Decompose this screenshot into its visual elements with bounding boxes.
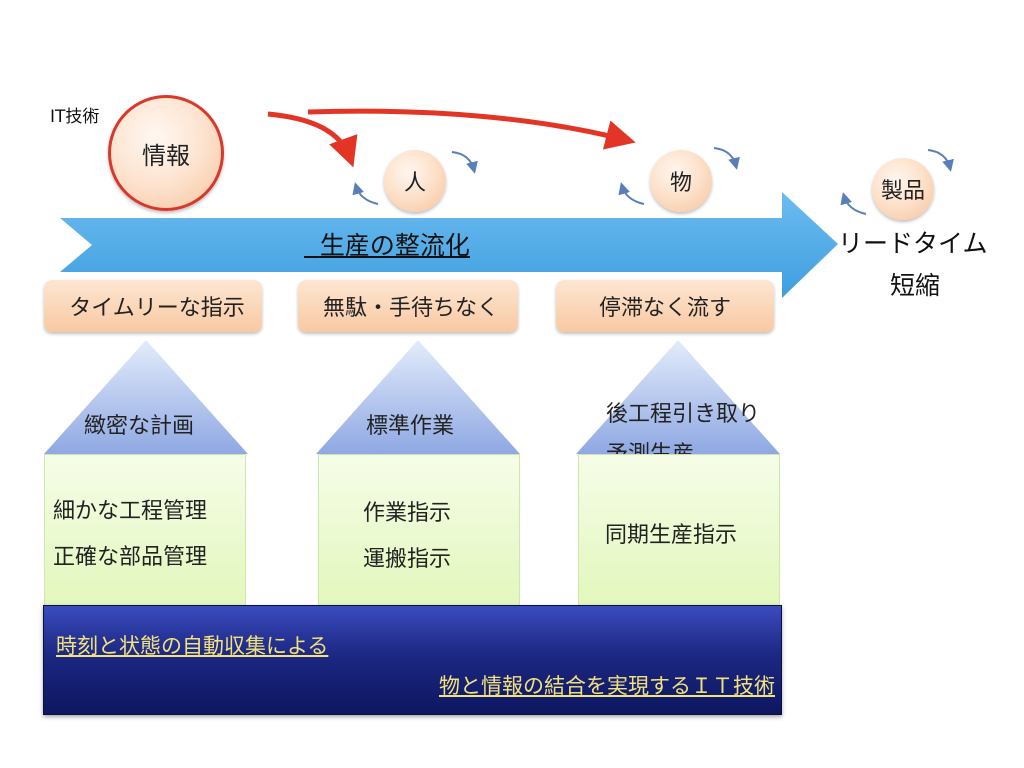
roof-1 <box>44 340 248 454</box>
product-node-label: 製品 <box>880 179 925 204</box>
red-arrow-to-person <box>267 111 358 168</box>
pillar-3-line-1: 同期生産指示 <box>605 523 738 548</box>
info-node: 情報 <box>108 95 224 211</box>
cycle-arrow-person-right <box>451 151 478 174</box>
result-line-1: リードタイム <box>838 229 988 258</box>
main-flow-arrow <box>60 192 838 298</box>
pillar-1-line-2: 正確な部品管理 <box>53 545 208 570</box>
main-arrow-label-text: 生産の整流化 <box>319 231 470 260</box>
goal-2: 無駄・手待ちなく <box>298 280 518 332</box>
main-arrow-label: 生産の整流化 <box>304 226 470 262</box>
pillar-3: 同期生産指示 <box>578 454 780 606</box>
it-label: IT技術 <box>50 107 100 127</box>
foundation-line-1: 時刻と状態の自動収集による <box>56 634 329 658</box>
cycle-arrow-product-left <box>840 192 867 215</box>
goal-2-label: 無駄・手待ちなく <box>322 296 499 321</box>
pillar-1: 細かな工程管理 正確な部品管理 <box>44 454 246 606</box>
result-line-2: 短縮 <box>890 271 941 300</box>
pillar-2-line-1: 作業指示 <box>363 501 452 526</box>
pillar-1-line-1: 細かな工程管理 <box>53 499 208 524</box>
foundation-it: 時刻と状態の自動収集による 物と情報の結合を実現するＩＴ技術 <box>43 605 782 715</box>
foundation-line-2: 物と情報の結合を実現するＩＴ技術 <box>439 674 775 698</box>
cycle-arrow-goods-right <box>713 147 740 170</box>
roof-3 <box>576 340 780 454</box>
cycle-arrow-product-right <box>927 149 954 172</box>
goods-node-label: 物 <box>669 171 692 196</box>
roof-1-label: 緻密な計画 <box>84 414 195 439</box>
info-node-label: 情報 <box>142 141 190 170</box>
pillar-2-line-2: 運搬指示 <box>363 547 452 572</box>
roof-2 <box>316 340 520 454</box>
goods-node: 物 <box>650 150 712 212</box>
red-arrow-to-goods <box>307 108 636 150</box>
cycle-arrow-goods-left <box>618 182 645 205</box>
person-node: 人 <box>384 150 446 212</box>
roof-3-label-line-1: 後工程引き取り <box>606 402 761 427</box>
goal-1: タイムリーな指示 <box>44 280 262 332</box>
pillar-2: 作業指示 運搬指示 <box>318 454 520 606</box>
product-node: 製品 <box>872 158 934 220</box>
goal-1-label: タイムリーな指示 <box>69 296 245 321</box>
goal-3-label: 停滞なく流す <box>598 296 731 321</box>
roof-2-label: 標準作業 <box>366 414 455 439</box>
person-node-label: 人 <box>403 171 426 196</box>
cycle-arrow-person-left <box>352 182 379 205</box>
goal-3: 停滞なく流す <box>556 280 774 332</box>
